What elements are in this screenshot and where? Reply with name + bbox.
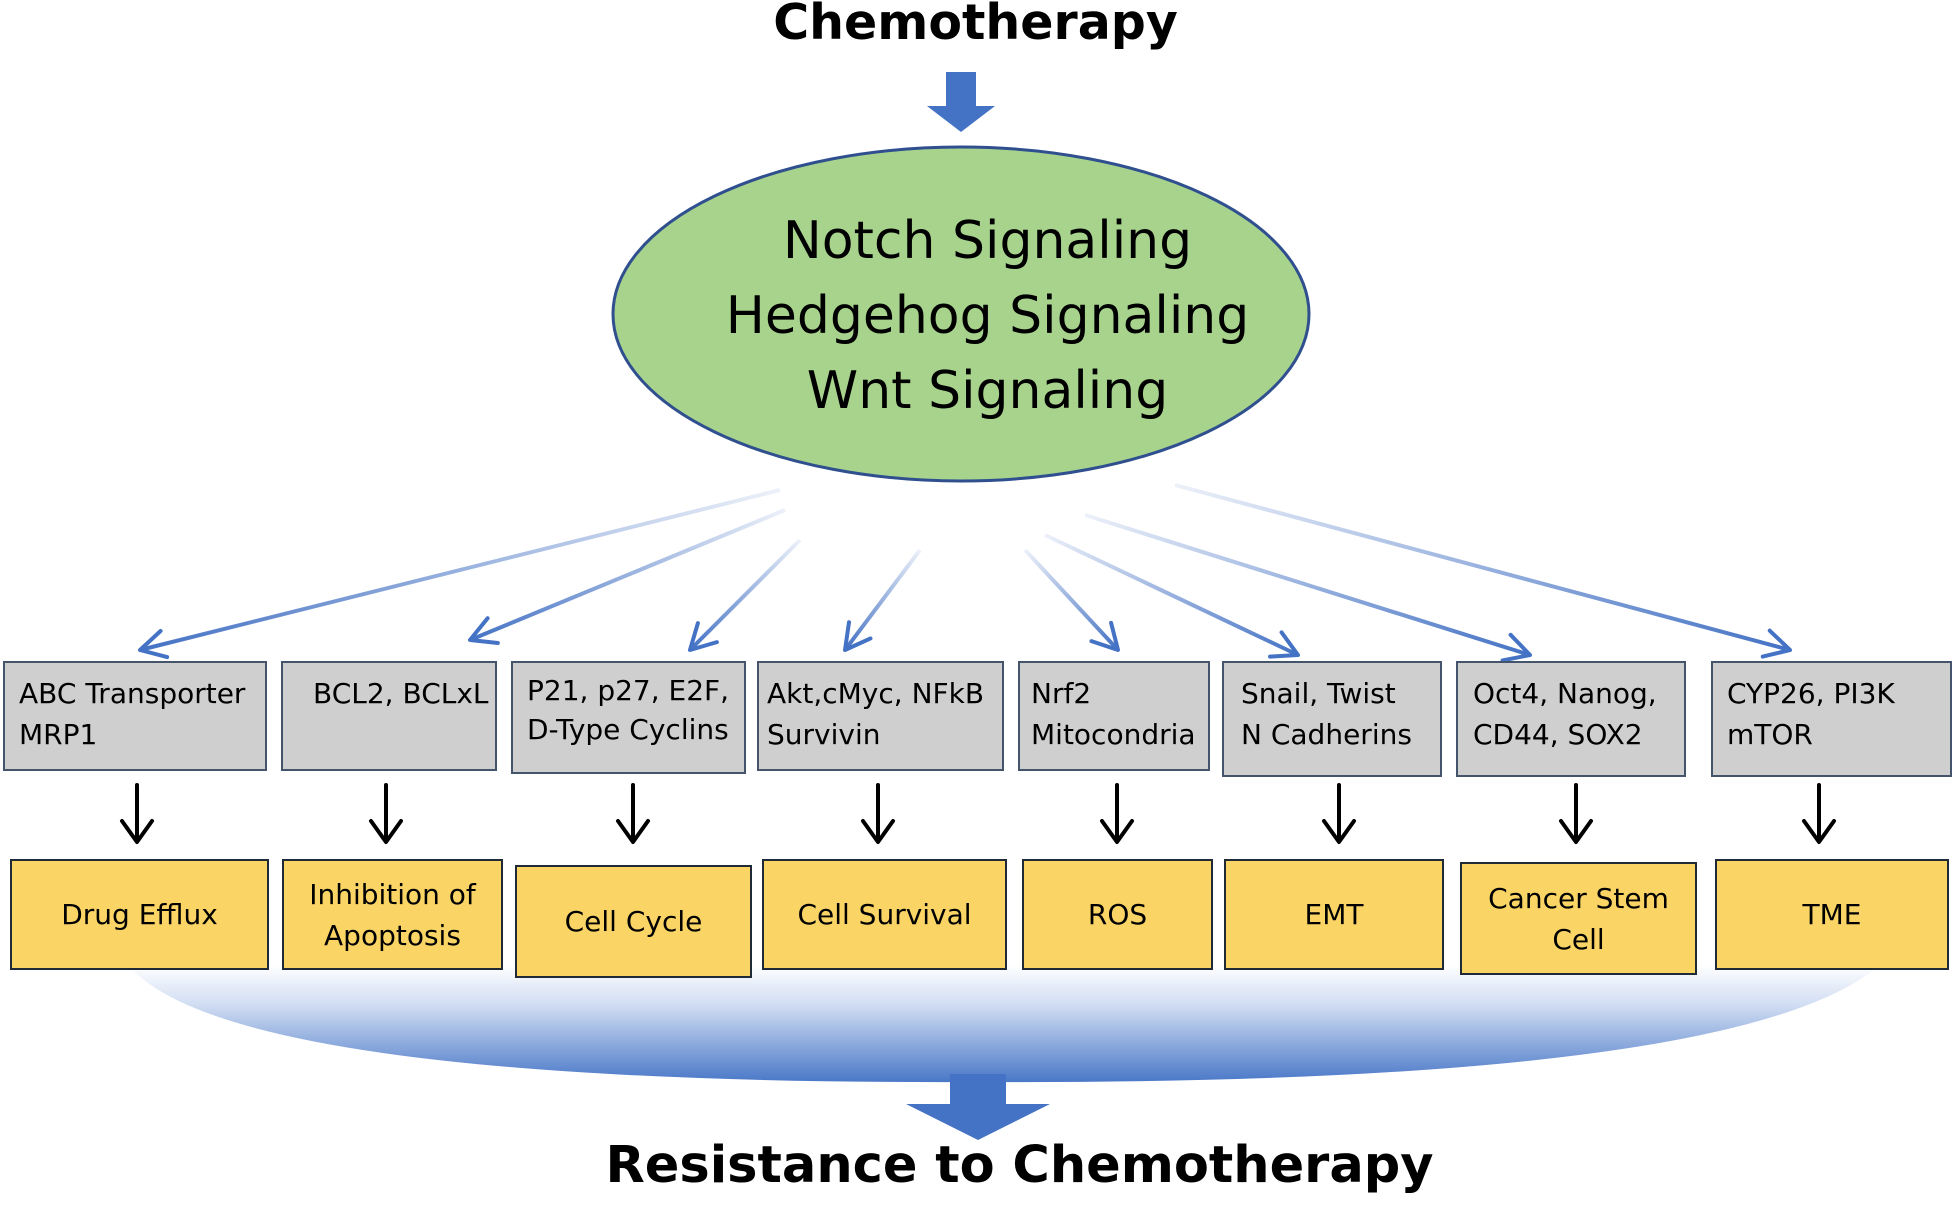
outcome-box-cell-survival: Cell Survival: [762, 859, 1007, 970]
fan-arrow-line: [139, 488, 781, 652]
down-arrow: [1322, 783, 1356, 844]
signaling-pathways-label: Notch Signaling Hedgehog Signaling Wnt S…: [10, 204, 1955, 429]
mediator-box-snail: Snail, Twist N Cadherins: [1222, 661, 1442, 777]
fan-arrow-head: [138, 629, 170, 660]
mediator-line: Nrf2: [1031, 677, 1092, 710]
chemotherapy-title: Chemotherapy: [773, 0, 1178, 51]
fan-arrow-line: [688, 538, 802, 652]
convergence-bowl: [128, 965, 1880, 1083]
outcome-box-drug-efflux: Drug Efflux: [10, 859, 269, 970]
mediator-line: Survivin: [767, 718, 881, 751]
down-arrow: [120, 783, 154, 844]
mediator-box-bcl2: BCL2, BCLxL: [281, 661, 497, 771]
fan-arrow-line: [1023, 548, 1120, 652]
fan-arrow-head: [843, 620, 873, 652]
outcome-box-cell-cycle: Cell Cycle: [515, 865, 752, 978]
fan-arrow-head: [688, 621, 719, 652]
fan-arrow-line: [1084, 513, 1531, 657]
wnt-signaling-label: Wnt Signaling: [806, 361, 1169, 421]
down-arrow: [1802, 783, 1836, 844]
outcome-box-cancer-stem-cell: Cancer Stem Cell: [1460, 862, 1697, 975]
mediator-line: Snail, Twist: [1241, 677, 1396, 710]
down-arrow: [1559, 783, 1593, 844]
mediator-line: D-Type Cyclins: [527, 713, 729, 746]
down-arrow: [1100, 783, 1134, 844]
signaling-ellipse: [611, 145, 1311, 483]
mediator-line: mTOR: [1727, 718, 1813, 751]
outcome-box-tme: TME: [1715, 859, 1949, 970]
chemotherapy-down-arrow: [927, 72, 995, 132]
hedgehog-signaling-label: Hedgehog Signaling: [725, 286, 1250, 346]
mediator-box-cyp26: CYP26, PI3K mTOR: [1711, 661, 1952, 777]
mediator-line: N Cadherins: [1241, 718, 1412, 751]
mediator-line: Mitocondria: [1031, 718, 1196, 751]
mediator-outcome-arrows: [120, 783, 1836, 844]
fan-arrow-head: [1268, 630, 1300, 659]
outcome-box-emt: EMT: [1224, 859, 1444, 970]
mediator-line: P21, p27, E2F,: [527, 674, 730, 707]
outcome-box-ros: ROS: [1022, 859, 1213, 970]
fan-arrow-line: [1044, 533, 1299, 657]
down-arrow: [861, 783, 895, 844]
mediator-line: CYP26, PI3K: [1727, 677, 1895, 710]
down-arrow: [369, 783, 403, 844]
fan-arrow-head: [1760, 628, 1792, 659]
mediator-box-abc-transporter: ABC Transporter MRP1: [3, 661, 267, 771]
fan-arrow-line: [843, 548, 922, 652]
mediator-line: ABC Transporter: [19, 677, 246, 710]
mediator-line: CD44, SOX2: [1473, 718, 1643, 751]
mediator-box-oct4: Oct4, Nanog, CD44, SOX2: [1456, 661, 1686, 777]
outcome-box-inhibition-of-apoptosis: Inhibition of Apoptosis: [282, 859, 503, 970]
fan-arrow-line: [1174, 483, 1791, 652]
mediator-line: MRP1: [19, 718, 98, 751]
fan-arrow-head: [1089, 620, 1120, 652]
mediator-box-cell-cycle-regulators: P21, p27, E2F, D-Type Cyclins: [511, 661, 746, 774]
fan-arrow-head: [468, 616, 500, 646]
fan-arrow-line: [469, 508, 786, 642]
mediator-box-akt: Akt,cMyc, NFkB Survivin: [757, 661, 1004, 771]
resistance-title: Resistance to Chemotherapy: [605, 1136, 1434, 1195]
mediator-box-nrf2: Nrf2 Mitocondria: [1018, 661, 1210, 771]
notch-signaling-label: Notch Signaling: [782, 211, 1193, 271]
mediator-line: Oct4, Nanog,: [1473, 677, 1657, 710]
fan-arrows: [138, 483, 1792, 663]
fan-arrow-head: [1500, 632, 1532, 663]
mediator-line: BCL2, BCLxL: [313, 677, 489, 710]
resistance-down-arrow: [906, 1074, 1050, 1140]
down-arrow: [616, 783, 650, 844]
mediator-line: Akt,cMyc, NFkB: [767, 677, 985, 710]
